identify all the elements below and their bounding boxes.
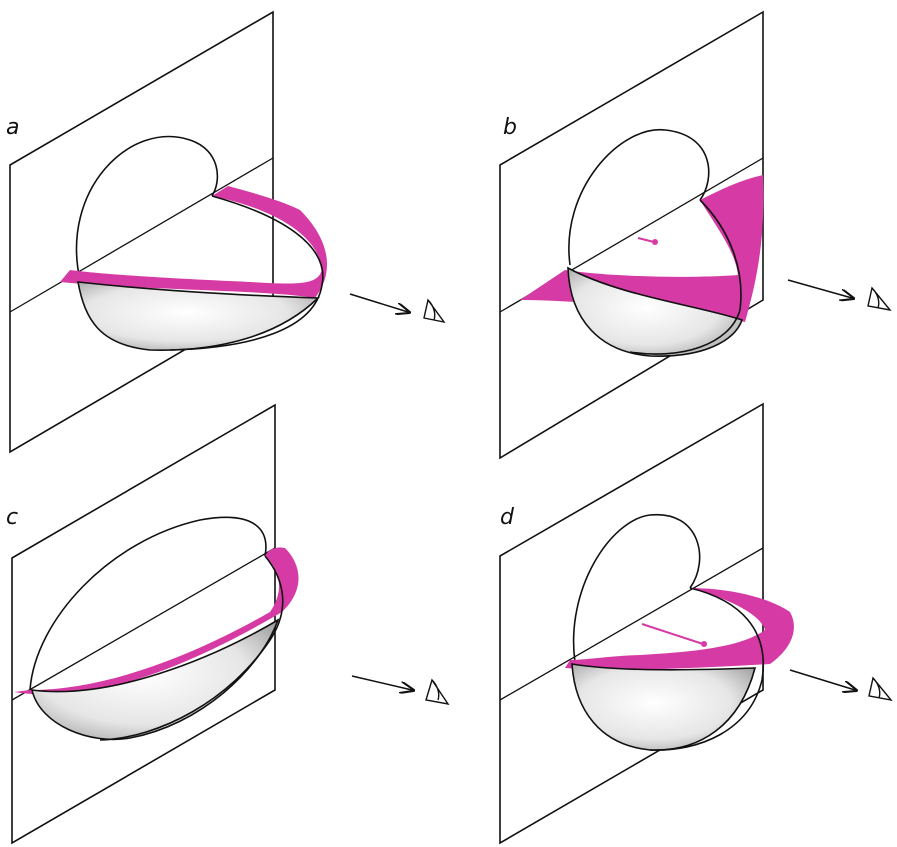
panel-label-d: d bbox=[500, 505, 515, 530]
outline-edge-b bbox=[629, 199, 742, 355]
magenta-band-a bbox=[60, 186, 327, 298]
horizon-line-a bbox=[9, 157, 274, 313]
arrow-icon-c bbox=[351, 675, 412, 690]
lower-shell-a bbox=[77, 281, 320, 351]
upper-shell-a bbox=[75, 135, 219, 281]
lower-shell-b bbox=[567, 266, 744, 357]
pointer-line-d bbox=[641, 623, 704, 645]
eye-icon-b bbox=[867, 286, 892, 312]
plane-c bbox=[11, 403, 276, 845]
horizon-line-d bbox=[499, 547, 764, 701]
panel-label-b: b bbox=[503, 115, 517, 140]
plane-a bbox=[9, 10, 274, 454]
eye-icon-c bbox=[425, 678, 450, 705]
magenta-band-c bbox=[14, 547, 299, 695]
eye-icon-a bbox=[423, 298, 446, 324]
eye-icon-d bbox=[868, 676, 893, 702]
horizon-line-c bbox=[11, 547, 276, 701]
pointer-dot-d bbox=[701, 641, 707, 647]
panel-label-a: a bbox=[6, 115, 19, 140]
panel-d: d bbox=[499, 402, 893, 845]
lower-shell-c bbox=[30, 618, 280, 741]
outline-edge-c bbox=[99, 555, 284, 741]
magenta-band-d bbox=[565, 588, 794, 670]
plane-b bbox=[499, 10, 764, 460]
plane-d bbox=[499, 402, 764, 845]
pointer-line-b bbox=[637, 237, 655, 243]
panel-label-c: c bbox=[6, 505, 18, 530]
pointer-dot-b bbox=[652, 239, 658, 245]
panel-b: b bbox=[499, 10, 892, 460]
arrow-icon-a bbox=[349, 293, 408, 312]
outline-edge-a bbox=[169, 195, 324, 351]
upper-shell-c bbox=[29, 516, 267, 691]
outline-edge-d bbox=[649, 587, 764, 751]
arrow-icon-d bbox=[789, 669, 855, 690]
arrow-icon-b bbox=[787, 279, 852, 298]
lower-shell-d bbox=[571, 663, 757, 751]
upper-shell-b bbox=[568, 129, 710, 266]
upper-shell-d bbox=[572, 514, 701, 663]
panel-a: a bbox=[6, 10, 446, 454]
panel-c: c bbox=[6, 403, 450, 845]
